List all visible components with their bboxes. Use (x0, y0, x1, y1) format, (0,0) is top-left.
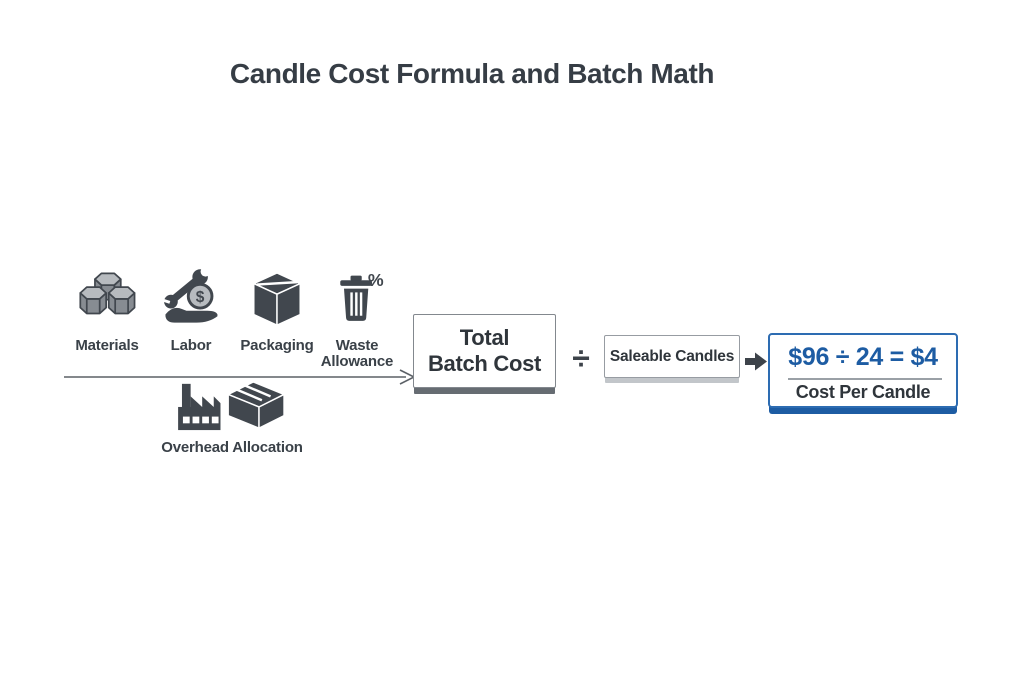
cost-formula: $96 ÷ 24 = $4 (788, 343, 938, 371)
packaging-label: Packaging (240, 337, 314, 354)
divide-symbol: ÷ (572, 340, 590, 376)
dollar-glyph: $ (196, 289, 205, 306)
total-batch-cost-line1: Total (459, 325, 510, 350)
page-title: Candle Cost Formula and Batch Math (229, 58, 715, 89)
wrench-dollar-hand-icon: $ (162, 268, 218, 323)
percent-glyph: % (368, 270, 384, 290)
saleable-candles-box: Saleable Candles (604, 335, 740, 378)
shipping-box-icon (253, 272, 301, 326)
cost-per-candle-box: $96 ÷ 24 = $4 Cost Per Candle (768, 333, 958, 408)
trash-percent-icon: % (340, 270, 384, 321)
labor-label: Labor (170, 337, 212, 354)
arrow-right-icon (745, 352, 767, 371)
materials-label: Materials (75, 337, 139, 354)
total-batch-cost-line2: Batch Cost (427, 351, 542, 376)
total-batch-cost-box: Total Batch Cost (413, 314, 556, 388)
fraction-divider (788, 378, 942, 380)
wax-blocks-icon (79, 272, 136, 315)
saleable-candles-label: Saleable Candles (609, 347, 735, 365)
cost-per-candle-label: Cost Per Candle (795, 382, 931, 402)
factory-crate-icon (178, 381, 285, 431)
overhead-allocation-label: Overhead Allocation (161, 439, 303, 456)
waste-allowance-label: Waste Allowance (320, 337, 394, 370)
